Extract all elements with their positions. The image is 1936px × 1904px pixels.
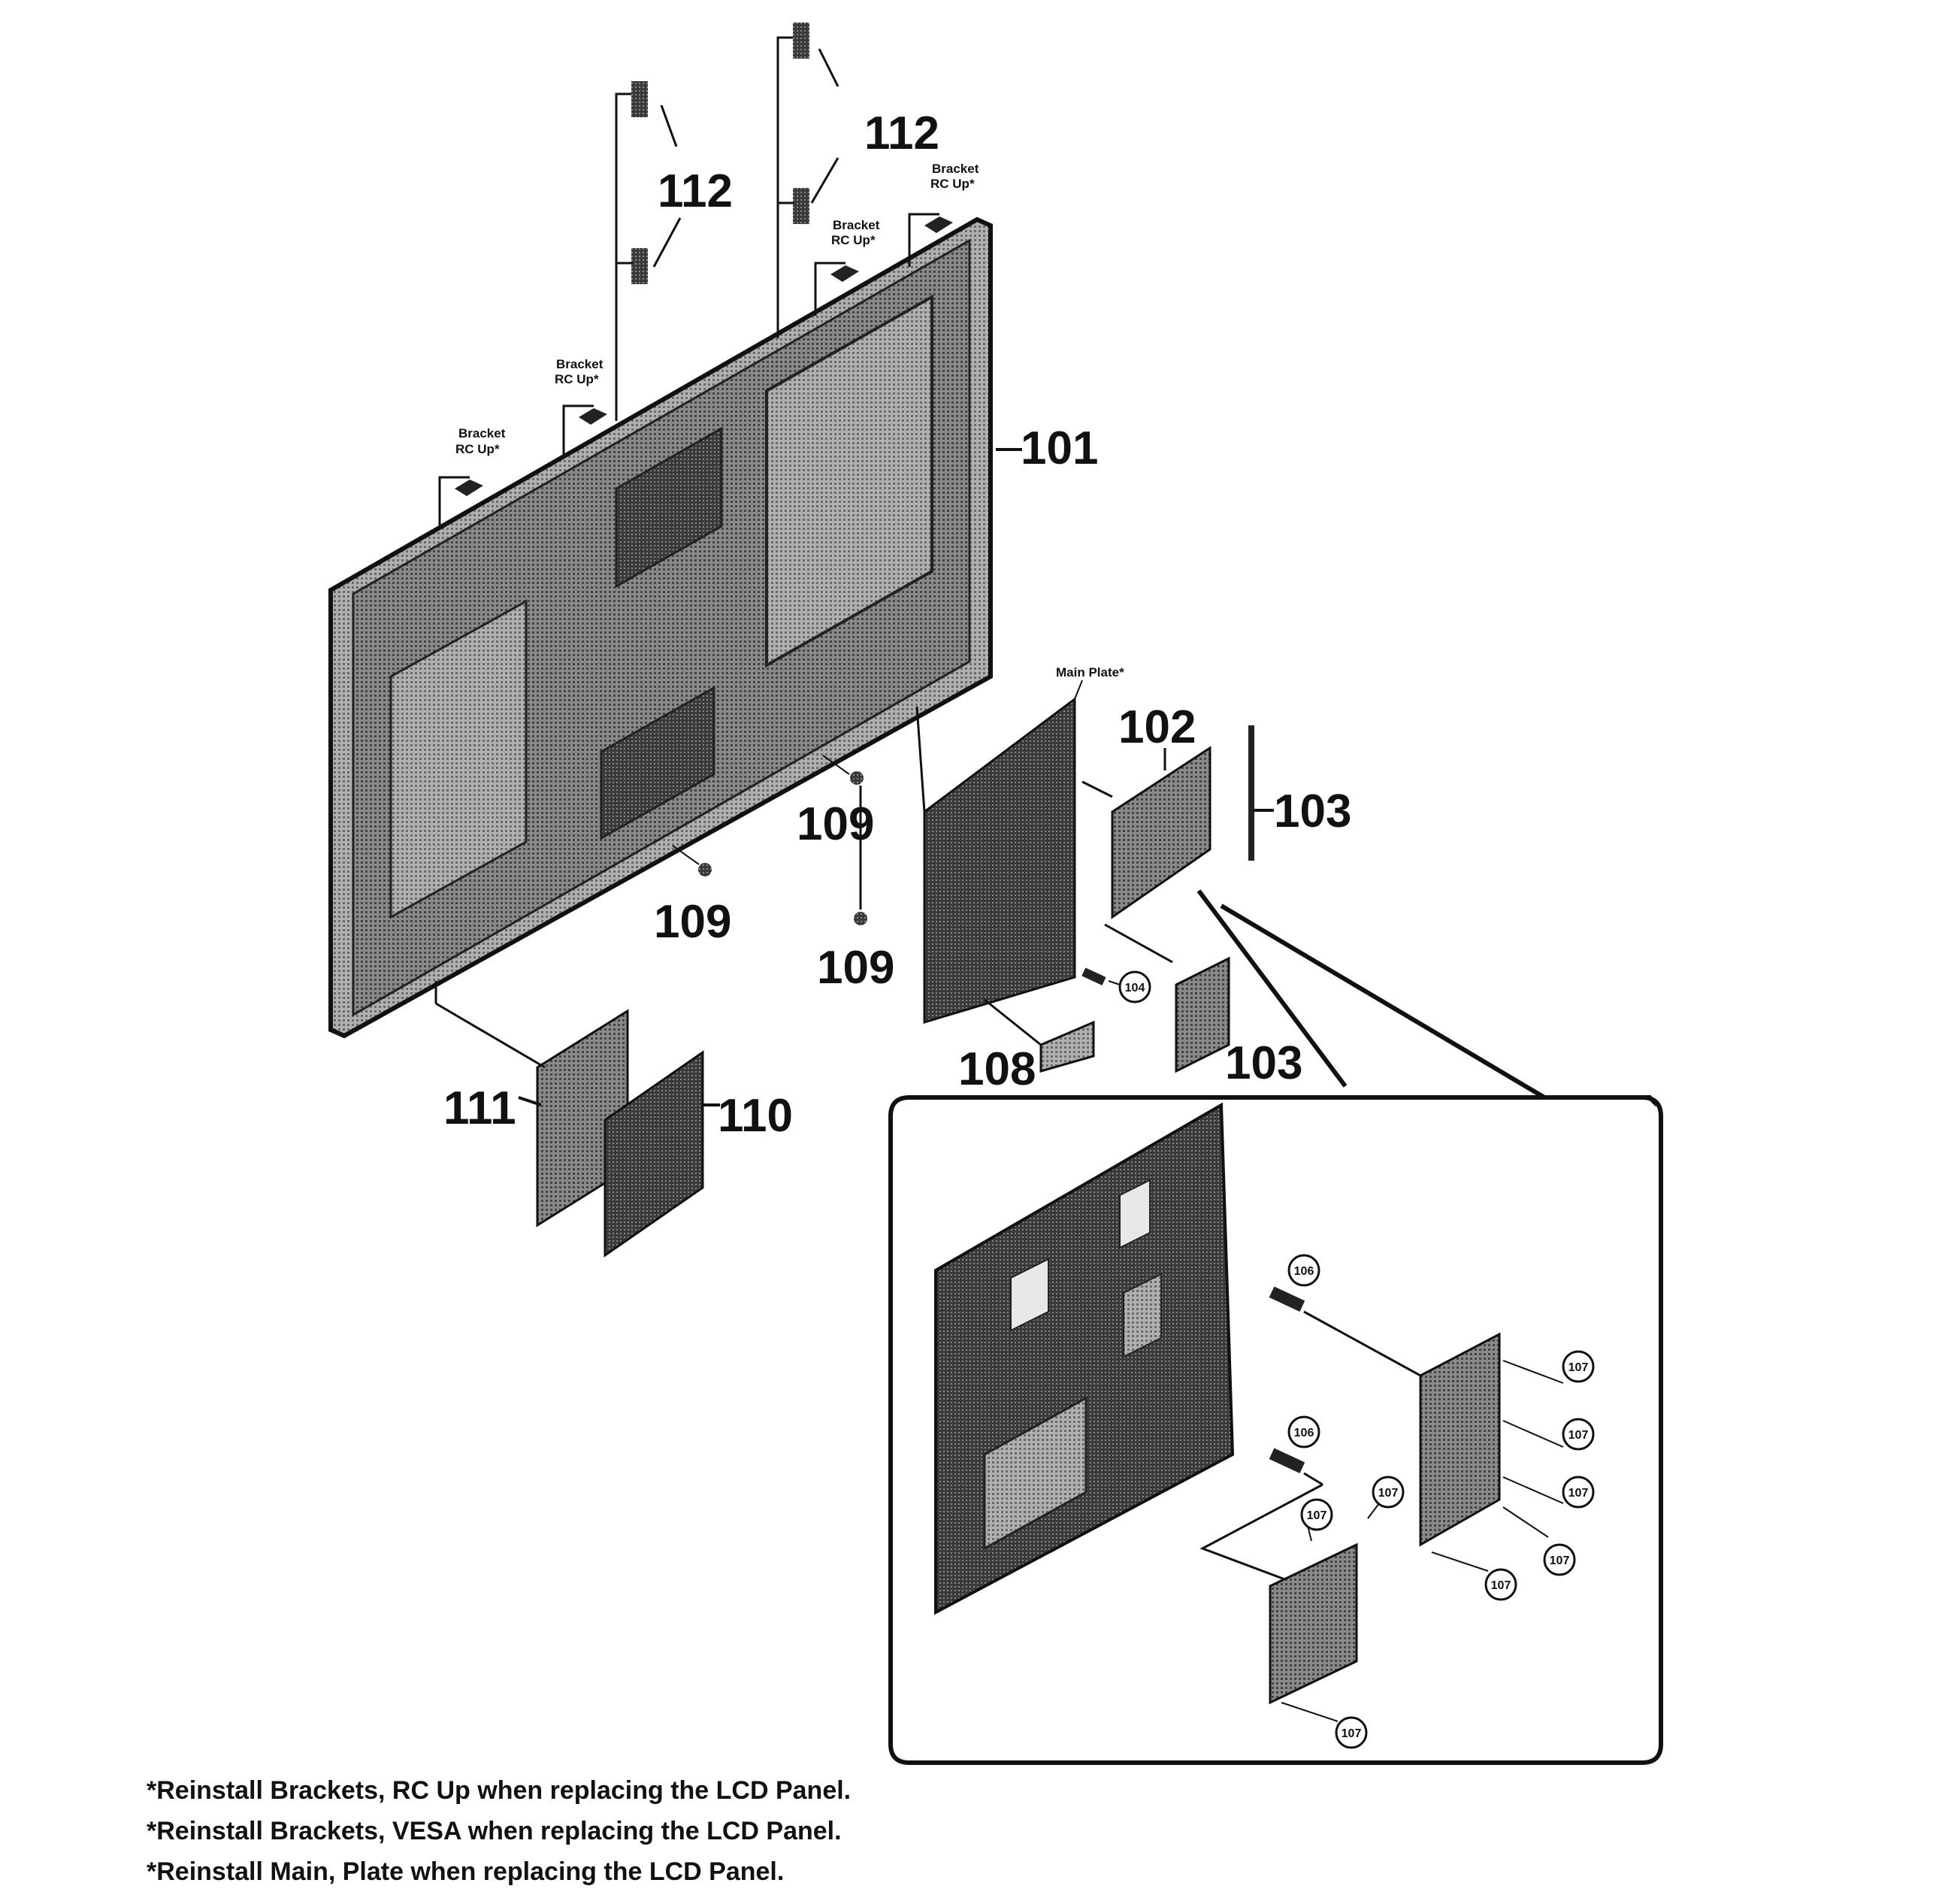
lcd-panel bbox=[328, 216, 993, 1039]
bubble-107-h: 107 bbox=[1335, 1716, 1368, 1749]
svg-text:106: 106 bbox=[1294, 1265, 1314, 1278]
bubble-106-lower: 106 bbox=[1287, 1415, 1320, 1448]
bubble-107-b: 107 bbox=[1562, 1418, 1595, 1451]
bracket-label-2: Bracket bbox=[556, 357, 603, 371]
bracket-label-4-sub: RC Up* bbox=[930, 177, 975, 191]
vesa-bracket-icon bbox=[793, 23, 809, 59]
main-plate-label: Main Plate* bbox=[1056, 665, 1124, 680]
board-102 bbox=[1081, 746, 1212, 919]
bracket-label-1-sub: RC Up* bbox=[455, 442, 500, 456]
detail-screw-leaders bbox=[1281, 1360, 1564, 1722]
callout-102: 102 bbox=[1118, 701, 1196, 753]
board-103-lower bbox=[1104, 923, 1230, 1073]
bracket-rc-up-icon bbox=[455, 480, 483, 496]
detail-shield-lower bbox=[1269, 1542, 1358, 1705]
vesa-bracket-icon bbox=[631, 81, 648, 117]
callout-103-lower: 103 bbox=[1225, 1037, 1302, 1089]
circled-callouts: 104 106 106 107 107 107 107 107 bbox=[1118, 970, 1595, 1749]
callout-109-lower: 109 bbox=[817, 942, 894, 994]
bracket-rc-up-icon bbox=[924, 216, 953, 233]
callout-112-left: 112 bbox=[658, 165, 733, 217]
svg-text:107: 107 bbox=[1568, 1361, 1589, 1374]
bracket-rc-up-group: Bracket RC Up* Bracket RC Up* Bracket RC… bbox=[438, 162, 979, 526]
screw-109-group bbox=[672, 755, 867, 925]
svg-text:104: 104 bbox=[1125, 982, 1145, 994]
bracket-label-3: Bracket bbox=[833, 218, 880, 232]
bracket-rc-up-icon bbox=[830, 265, 859, 282]
svg-text:107: 107 bbox=[1378, 1487, 1399, 1500]
bubble-106-upper: 106 bbox=[1287, 1254, 1320, 1287]
svg-text:107: 107 bbox=[1550, 1554, 1570, 1567]
bubble-107-d: 107 bbox=[1543, 1543, 1576, 1576]
callout-111: 111 bbox=[443, 1082, 516, 1134]
replacement-notes: *Reinstall Brackets, RC Up when replacin… bbox=[147, 1770, 851, 1892]
callout-101: 101 bbox=[1021, 422, 1098, 474]
svg-text:107: 107 bbox=[1568, 1429, 1589, 1442]
callout-109-left: 109 bbox=[654, 896, 731, 948]
bubble-107-a: 107 bbox=[1562, 1350, 1595, 1383]
note-brackets-vesa: *Reinstall Brackets, VESA when replacing… bbox=[147, 1817, 842, 1845]
bubble-104: 104 bbox=[1118, 970, 1151, 1003]
bubble-107-e: 107 bbox=[1484, 1568, 1517, 1601]
svg-text:106: 106 bbox=[1294, 1427, 1314, 1439]
detail-shield-right bbox=[1419, 1332, 1501, 1547]
bracket-label-2-sub: RC Up* bbox=[555, 372, 599, 386]
bracket-label-3-sub: RC Up* bbox=[831, 233, 876, 247]
callout-108: 108 bbox=[958, 1043, 1036, 1095]
callout-103-upper: 103 bbox=[1274, 786, 1351, 837]
note-brackets-rc-up: *Reinstall Brackets, RC Up when replacin… bbox=[147, 1776, 852, 1805]
bracket-rc-up-icon bbox=[579, 408, 607, 425]
bracket-label-1: Bracket bbox=[458, 426, 506, 440]
bubble-107-g: 107 bbox=[1300, 1498, 1333, 1531]
callout-110: 110 bbox=[718, 1090, 793, 1142]
note-main-plate: *Reinstall Main, Plate when replacing th… bbox=[147, 1857, 785, 1886]
bracket-label-4: Bracket bbox=[932, 162, 979, 176]
callout-109-upper: 109 bbox=[797, 798, 874, 850]
detail-callout bbox=[888, 889, 1663, 1765]
bubble-107-f: 107 bbox=[1372, 1476, 1405, 1509]
detail-connectors-106 bbox=[1199, 1286, 1421, 1584]
callout-labels: 112 112 101 102 103 109 109 109 108 103 … bbox=[443, 107, 1351, 1142]
callout-112-right: 112 bbox=[864, 107, 939, 159]
board-108 bbox=[984, 998, 1095, 1073]
svg-text:107: 107 bbox=[1307, 1509, 1327, 1522]
connector-104 bbox=[1081, 967, 1121, 985]
vesa-bracket-icon bbox=[631, 248, 648, 284]
main-plate: Main Plate* bbox=[915, 665, 1124, 1025]
svg-text:107: 107 bbox=[1342, 1727, 1362, 1740]
board-110 bbox=[603, 1050, 704, 1258]
detail-main-board bbox=[934, 1102, 1235, 1615]
bubble-107-c: 107 bbox=[1562, 1476, 1595, 1509]
svg-text:107: 107 bbox=[1568, 1487, 1589, 1500]
svg-text:107: 107 bbox=[1491, 1579, 1511, 1592]
vesa-bracket-icon bbox=[793, 188, 809, 224]
vesa-bracket-group bbox=[615, 23, 839, 421]
